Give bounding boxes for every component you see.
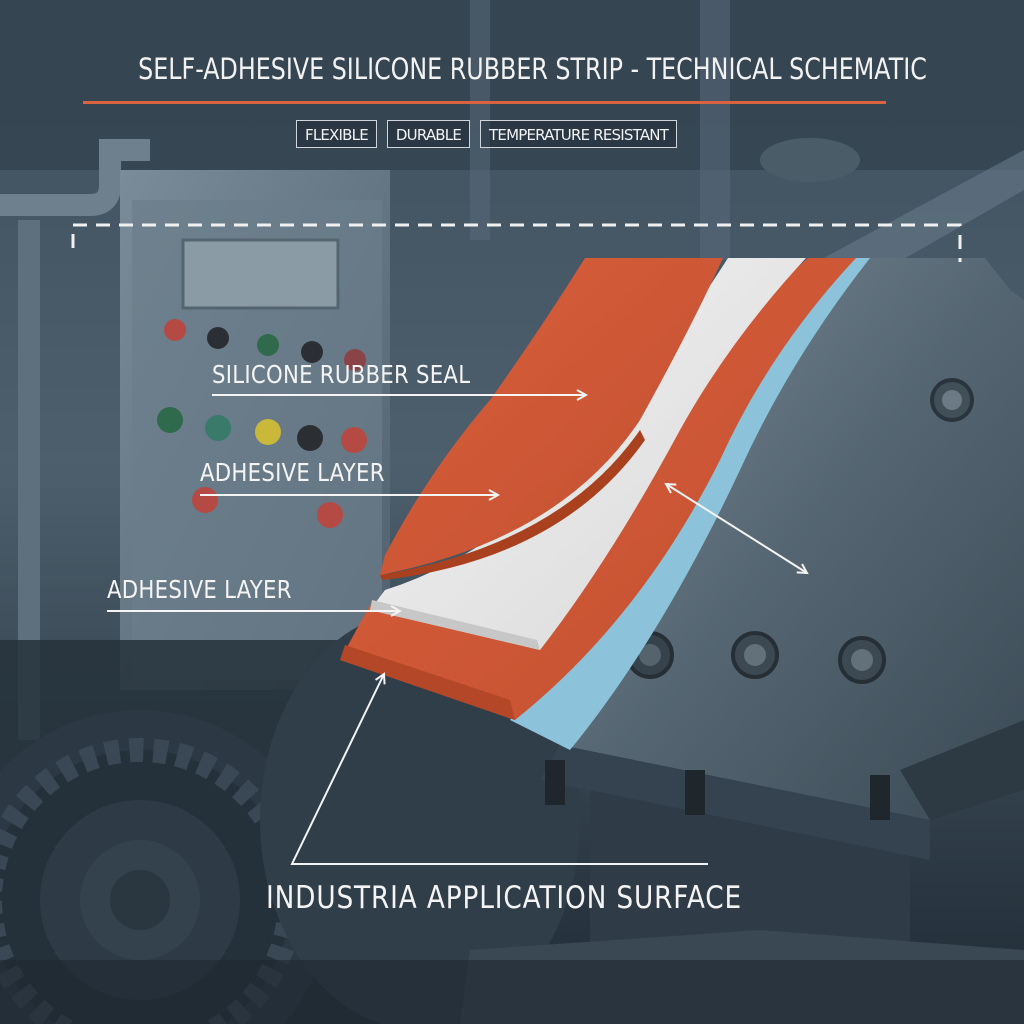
- feature-tags: FLEXIBLE DURABLE TEMPERATURE RESISTANT: [296, 120, 678, 148]
- tag-flexible: FLEXIBLE: [296, 120, 377, 148]
- callout-adhesive-layer-upper: ADHESIVE LAYER: [200, 458, 385, 487]
- page-title: SELF-ADHESIVE SILICONE RUBBER STRIP - TE…: [138, 52, 927, 86]
- callout-adhesive-layer-lower: ADHESIVE LAYER: [107, 575, 292, 604]
- tag-durable: DURABLE: [386, 120, 471, 148]
- callout-industrial-application-surface: INDUSTRIA APPLICATION SURFACE: [266, 880, 743, 916]
- panel-buttons: [157, 319, 367, 528]
- dashed-bracket: [71, 223, 962, 262]
- callout-silicone-rubber-seal: SILICONE RUBBER SEAL: [212, 360, 471, 389]
- title-underline: [83, 101, 886, 104]
- tag-temperature-resistant: TEMPERATURE RESISTANT: [480, 120, 678, 148]
- bolts: [545, 378, 974, 820]
